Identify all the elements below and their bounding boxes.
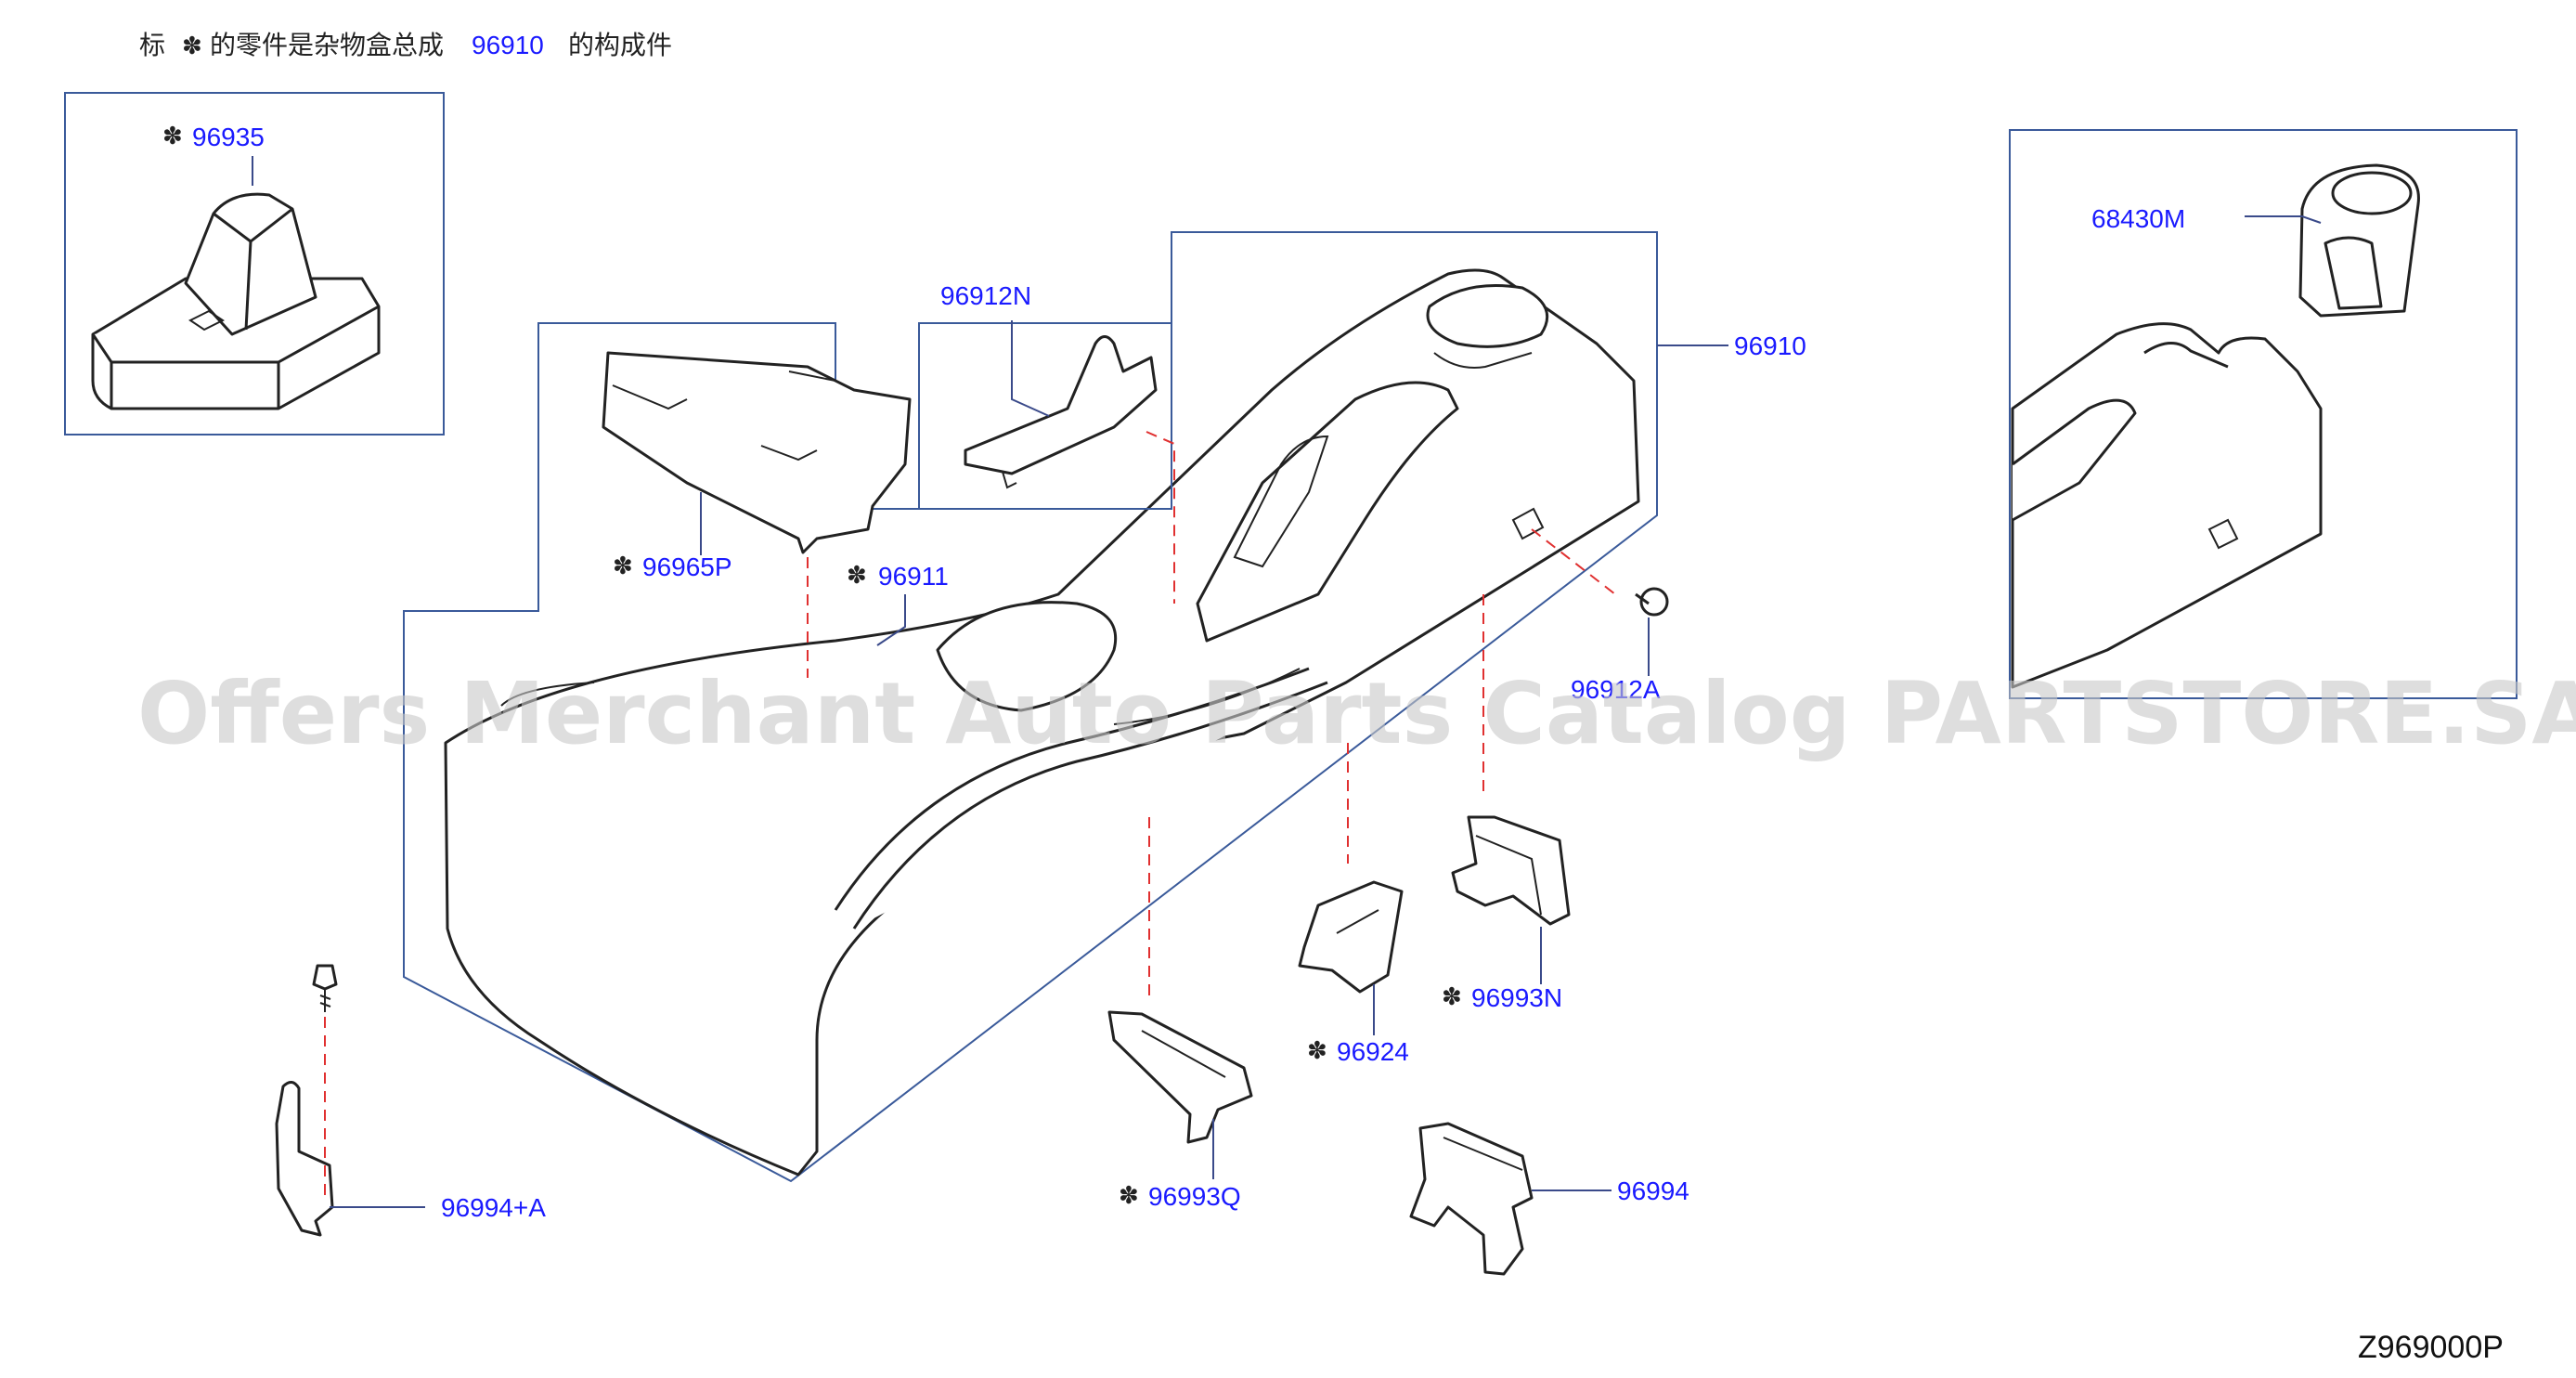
label-96965P[interactable]: 96965P: [642, 552, 732, 581]
part-96994A-drawing: [275, 964, 338, 1237]
label-96924[interactable]: 96924: [1337, 1037, 1409, 1066]
marker-96993Q-icon: ✽: [1119, 1182, 1139, 1210]
part-96994-drawing: [1409, 1122, 1534, 1276]
part-96924-drawing: [1298, 880, 1404, 994]
inset-box-shift-boot: [64, 92, 445, 436]
diagram-code: Z969000P: [2358, 1330, 2504, 1365]
inset-box-96912N: [918, 322, 1172, 510]
marker-96993N-icon: ✽: [1442, 983, 1462, 1011]
note-suffix: 的构成件: [568, 30, 672, 60]
part-96993N-drawing: [1451, 815, 1571, 926]
marker-96935-icon: ✽: [162, 123, 183, 150]
part-96993Q-drawing: [1107, 1010, 1253, 1144]
part-96912N-drawing: [964, 335, 1158, 489]
note-middle: 的零件是杂物盒总成: [210, 30, 444, 60]
part-shift-boot-drawing: [91, 192, 381, 410]
note-star-icon: ✽: [182, 32, 202, 60]
marker-96965P-icon: ✽: [613, 552, 633, 580]
part-console-rear-drawing: [2011, 322, 2323, 689]
label-96993N[interactable]: 96993N: [1471, 983, 1562, 1012]
part-96965P-drawing: [602, 351, 912, 554]
header-note: 标 ✽ 的零件是杂物盒总成 96910 的构成件: [139, 30, 672, 60]
label-96911[interactable]: 96911: [878, 562, 949, 591]
watermark-text: Offers Merchant Auto Parts Catalog PARTS…: [137, 664, 2576, 763]
label-96912A[interactable]: 96912A: [1571, 675, 1661, 704]
inset-box-cup-holder: [2009, 129, 2518, 699]
label-96994[interactable]: 96994: [1617, 1176, 1689, 1205]
part-96912A-clip-drawing: [1635, 587, 1669, 617]
part-cup-holder-drawing: [2298, 163, 2420, 318]
note-prefix: 标: [139, 30, 165, 60]
label-96935[interactable]: 96935: [192, 123, 265, 151]
marker-96911-icon: ✽: [847, 562, 867, 590]
marker-96924-icon: ✽: [1307, 1037, 1327, 1065]
note-assembly-number[interactable]: 96910: [472, 31, 544, 59]
label-96993Q[interactable]: 96993Q: [1148, 1182, 1241, 1211]
label-68430M[interactable]: 68430M: [2091, 204, 2185, 233]
label-96912N[interactable]: 96912N: [940, 281, 1031, 310]
part-console-body-drawing: [444, 268, 1640, 1176]
label-96910[interactable]: 96910: [1734, 332, 1806, 360]
label-96994A[interactable]: 96994+A: [441, 1193, 546, 1222]
